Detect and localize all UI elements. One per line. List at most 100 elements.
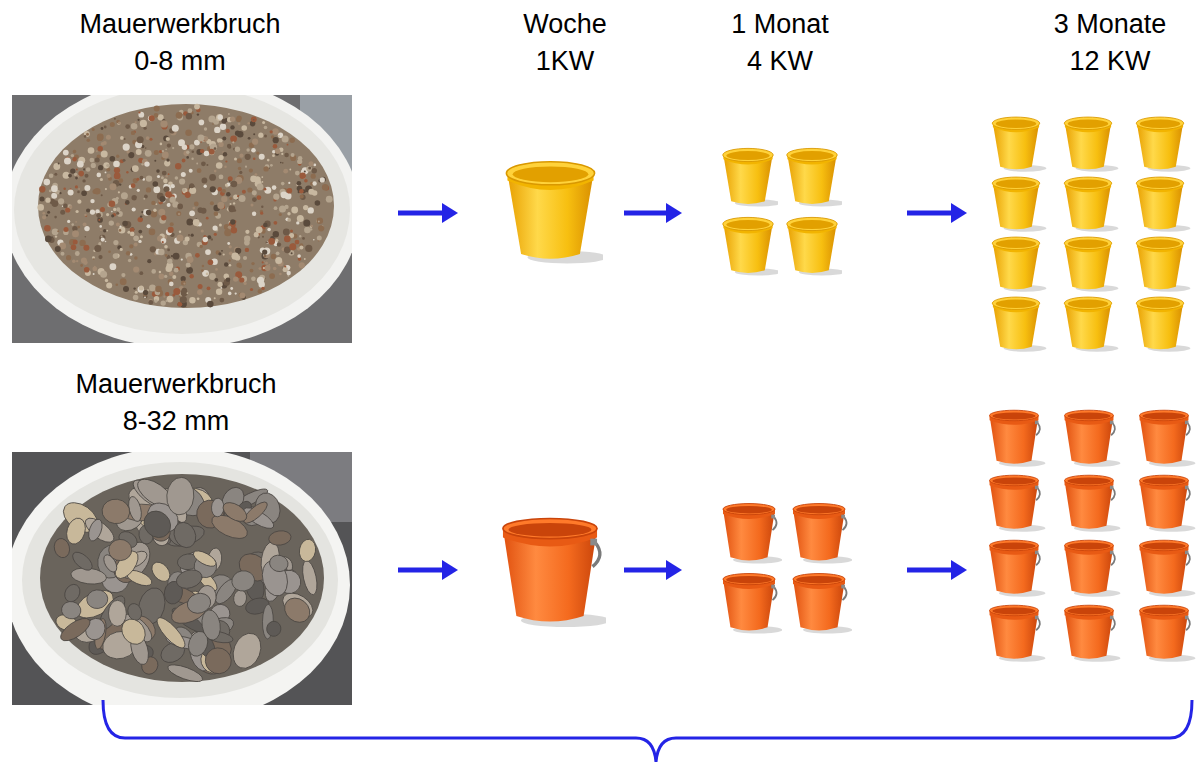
arrow-head bbox=[442, 560, 458, 580]
rubble-grain bbox=[61, 252, 65, 256]
calendar-weeks: 4 KW bbox=[747, 45, 813, 77]
rubble-grain bbox=[208, 115, 215, 122]
rubble-grain bbox=[159, 150, 162, 153]
rubble-grain bbox=[117, 211, 123, 217]
grain-size: 8-32 mm bbox=[123, 405, 230, 437]
rubble-grain bbox=[256, 226, 263, 233]
rubble-grain bbox=[259, 281, 265, 287]
rubble-grain bbox=[222, 137, 226, 141]
bucket-icon bbox=[506, 162, 607, 264]
rubble-grain bbox=[154, 106, 160, 112]
rubble-grain bbox=[273, 137, 279, 143]
rubble-grain bbox=[131, 123, 138, 130]
rubble-grain bbox=[223, 152, 227, 156]
rubble-grain bbox=[272, 154, 275, 157]
rubble-grain bbox=[197, 168, 202, 173]
rubble-grain bbox=[183, 283, 185, 285]
rubble-grain bbox=[257, 184, 264, 191]
rubble-grain bbox=[111, 214, 114, 217]
rubble-grain bbox=[282, 162, 284, 164]
bucket-icon bbox=[723, 217, 781, 275]
rubble-grain bbox=[206, 273, 209, 276]
rubble-grain bbox=[83, 260, 88, 265]
material-name: Mauerwerkbruch bbox=[79, 8, 280, 40]
rubble-grain bbox=[303, 205, 308, 210]
bucket-icon bbox=[1064, 177, 1118, 232]
rubble-grain bbox=[234, 247, 241, 254]
rubble-grain bbox=[159, 274, 165, 280]
rubble-grain bbox=[170, 197, 176, 203]
rubble-grain bbox=[71, 245, 77, 251]
rubble-grain bbox=[110, 263, 117, 270]
stone bbox=[200, 643, 237, 680]
rubble-grain bbox=[101, 194, 103, 196]
stone bbox=[69, 549, 95, 574]
rubble-grain bbox=[272, 128, 278, 134]
rubble-grain bbox=[267, 228, 271, 232]
rubble-grain bbox=[52, 228, 59, 235]
rubble-grain bbox=[280, 162, 282, 164]
rubble-grain bbox=[51, 185, 58, 192]
rubble-grain bbox=[272, 185, 277, 190]
rubble-grain bbox=[86, 208, 90, 212]
rubble-grain bbox=[252, 212, 256, 216]
rubble-grain bbox=[95, 158, 100, 163]
rubble-grain bbox=[167, 259, 172, 264]
rubble-grain bbox=[281, 153, 283, 155]
rubble-grain bbox=[110, 183, 117, 190]
rubble-grain bbox=[202, 265, 204, 267]
period-heading: 3 Monate bbox=[1054, 8, 1167, 40]
rubble-grain bbox=[189, 183, 194, 188]
rubble-grain bbox=[259, 154, 265, 160]
rubble-grain bbox=[179, 296, 181, 298]
rubble-grain bbox=[109, 201, 116, 208]
label-holder: 3 Monate bbox=[1054, 8, 1167, 40]
rubble-grain bbox=[303, 220, 310, 227]
rubble-grain bbox=[113, 161, 120, 168]
bucket-icon bbox=[990, 475, 1046, 531]
rubble-grain bbox=[133, 266, 139, 272]
rubble-grain bbox=[214, 147, 217, 150]
rubble-grain bbox=[164, 275, 167, 278]
rubble-grain bbox=[191, 234, 194, 237]
rubble-grain bbox=[252, 139, 258, 145]
rubble-grain bbox=[185, 192, 191, 198]
rubble-grain bbox=[147, 224, 151, 228]
rubble-grain bbox=[84, 214, 87, 217]
rubble-grain bbox=[45, 198, 50, 203]
rubble-grain bbox=[297, 215, 304, 222]
rubble-grain bbox=[239, 265, 242, 268]
rubble-grain bbox=[261, 206, 263, 208]
rubble-grain bbox=[249, 169, 253, 173]
rubble-grain bbox=[227, 144, 231, 148]
rubble-grain bbox=[299, 262, 305, 268]
rubble-grain bbox=[264, 187, 271, 194]
rubble-grain bbox=[103, 229, 106, 232]
bucket-icon bbox=[1136, 237, 1190, 292]
rubble-grain bbox=[229, 197, 232, 200]
rubble-grain bbox=[147, 259, 151, 263]
rubble-grain bbox=[309, 161, 314, 166]
rubble-grain bbox=[226, 192, 231, 197]
label-holder: 1 Monat bbox=[731, 8, 829, 40]
rubble-grain bbox=[167, 144, 171, 148]
rubble-grain bbox=[200, 149, 204, 153]
rubble-grain bbox=[203, 237, 208, 242]
rubble-grain bbox=[132, 195, 137, 200]
label-holder: 8-32 mm bbox=[123, 405, 230, 437]
rubble-grain bbox=[131, 131, 135, 135]
rubble-grain bbox=[138, 286, 145, 293]
rubble-grain bbox=[157, 175, 160, 178]
rubble-grain bbox=[59, 192, 61, 194]
rubble-grain bbox=[85, 215, 87, 217]
rubble-grain bbox=[265, 265, 271, 271]
rubble-grain bbox=[283, 229, 290, 236]
rubble-grain bbox=[96, 213, 101, 218]
rubble-grain bbox=[169, 282, 174, 287]
stone bbox=[200, 609, 223, 642]
rubble-grain bbox=[189, 144, 194, 149]
bucket-icon bbox=[990, 540, 1046, 596]
rubble-grain bbox=[295, 171, 300, 176]
rubble-grain bbox=[276, 251, 280, 255]
rubble-grain bbox=[109, 220, 114, 225]
